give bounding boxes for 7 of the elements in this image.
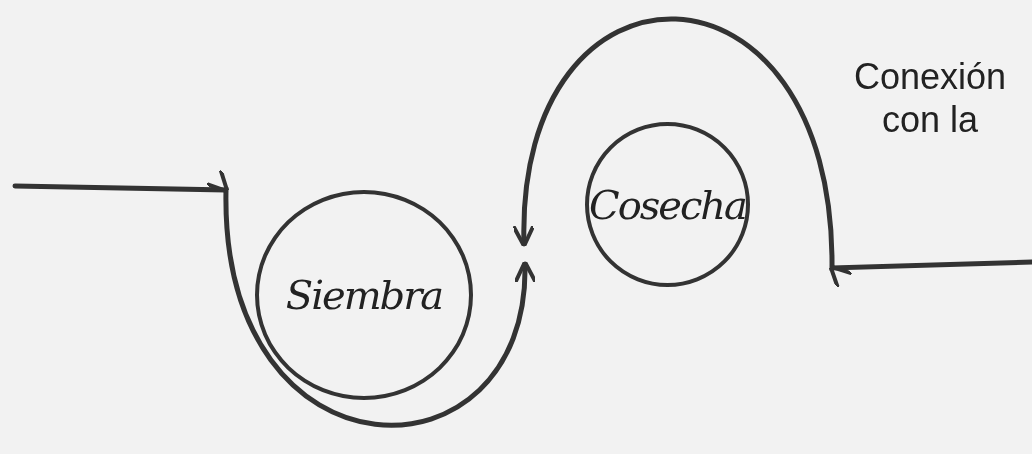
arrow xyxy=(12,170,535,428)
stage-label: Cosecha xyxy=(589,181,746,228)
stage-label: Siembra xyxy=(285,272,443,318)
stage-circle xyxy=(585,122,750,287)
note-text: Conexión con la xyxy=(852,55,1008,142)
stage-circle xyxy=(255,190,473,400)
arrow xyxy=(513,16,1032,287)
